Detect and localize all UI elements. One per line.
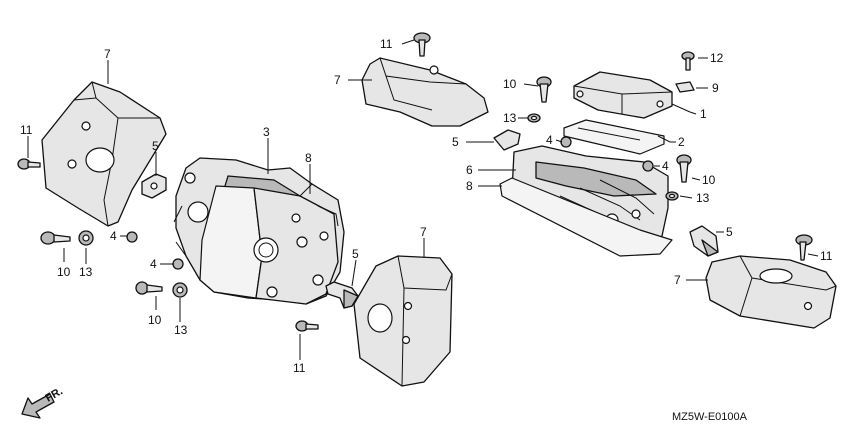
- right-gasket-8: [499, 177, 673, 257]
- front-arrow-icon: [21, 393, 55, 419]
- left-washer-13-lower: [172, 282, 188, 298]
- callout-11-top-bolt: 11: [380, 37, 393, 51]
- callout-7-mid-cover: 7: [420, 225, 427, 239]
- callout-7-top-cover: 7: [334, 73, 341, 87]
- callout-12-bolt: 12: [710, 51, 724, 65]
- left-side-cover: [41, 81, 167, 227]
- callout-3-head: 3: [263, 125, 270, 139]
- callout-7-left-cover: 7: [104, 47, 111, 61]
- callout-10-top: 10: [503, 77, 517, 91]
- left-cylinder-head: [173, 157, 345, 305]
- left-bolt-10-upper: [40, 231, 71, 245]
- callout-10-right: 10: [702, 173, 716, 187]
- front-arrow-label: FR.: [44, 385, 65, 404]
- callout-6-head: 6: [466, 163, 473, 177]
- clip-9: [675, 81, 695, 93]
- right-cover: [705, 255, 837, 329]
- left-washer-4-lower: [172, 258, 184, 270]
- mid-bolt-11: [295, 320, 319, 332]
- callout-13-right: 13: [696, 191, 710, 205]
- callout-13-left-upper: 13: [79, 265, 93, 279]
- left-washer-13-upper: [78, 230, 94, 246]
- top-holder-5: [493, 129, 521, 151]
- callout-8-gasket: 8: [305, 151, 312, 165]
- left-bolt-11: [17, 158, 41, 170]
- left-washer-4-upper: [126, 231, 138, 243]
- callout-8-rear-gasket: 8: [466, 179, 473, 193]
- callout-5-right-holder: 5: [726, 225, 733, 239]
- gasket-2: [563, 119, 665, 155]
- right-washer-4a: [560, 136, 572, 148]
- callout-4-right-a: 4: [546, 133, 553, 147]
- callout-10-left-lower: 10: [148, 313, 162, 327]
- callouts: 7 11 5 3 8 4 10 13 4 10 13 5 7 11 11 7 1…: [20, 37, 833, 375]
- callout-4-right-b: 4: [662, 159, 669, 173]
- callout-1-cover: 1: [700, 107, 707, 121]
- left-bolt-10-lower: [135, 281, 163, 295]
- top-bolt-10: [536, 76, 552, 103]
- callout-11-mid-bolt: 11: [293, 361, 306, 375]
- bolt-12: [681, 51, 695, 71]
- left-holder-5: [141, 173, 167, 199]
- callout-9-clip: 9: [712, 81, 719, 95]
- right-washer-4b: [642, 160, 654, 172]
- top-bolt-11: [413, 32, 431, 57]
- callout-5-mid-holder: 5: [352, 247, 359, 261]
- callout-2-gasket: 2: [678, 135, 685, 149]
- callout-7-right-cover: 7: [674, 273, 681, 287]
- head-cover-1: [573, 71, 673, 119]
- callout-4-left-upper: 4: [110, 229, 117, 243]
- diagram-code: MZ5W-E0100A: [672, 411, 748, 423]
- right-bolt-10: [676, 154, 692, 183]
- callout-13-top: 13: [503, 111, 517, 125]
- callout-11-left-bolt: 11: [20, 123, 33, 137]
- top-washer-13: [527, 113, 541, 123]
- callout-4-left-lower: 4: [150, 257, 157, 271]
- callout-13-left-lower: 13: [174, 323, 188, 337]
- mid-holder-5: [325, 281, 359, 309]
- right-washer-13: [665, 191, 679, 201]
- mid-cover: [353, 255, 453, 387]
- right-bolt-11: [795, 234, 813, 261]
- top-cover: [361, 57, 489, 127]
- callout-5-left-holder: 5: [152, 139, 159, 153]
- callout-5-top-holder: 5: [452, 135, 459, 149]
- callout-11-right-bolt: 11: [820, 249, 833, 263]
- callout-10-left-upper: 10: [57, 265, 71, 279]
- leader-lines: [27, 39, 819, 360]
- right-holder-5: [689, 225, 719, 257]
